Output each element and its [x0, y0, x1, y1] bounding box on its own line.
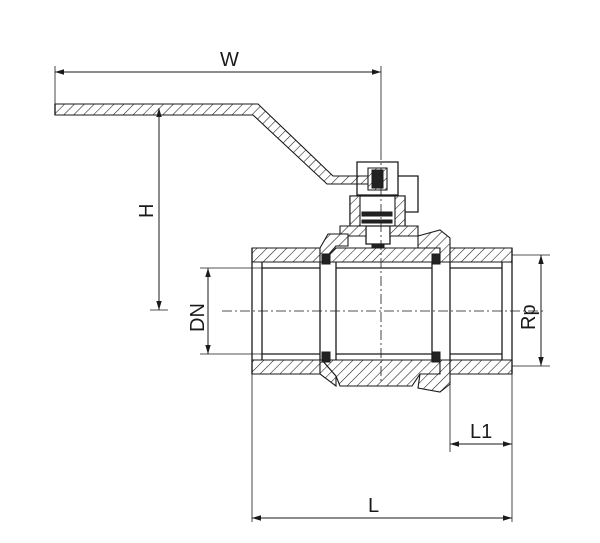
- label-l: L: [368, 495, 379, 517]
- dimension-h: H: [136, 108, 168, 311]
- dimension-rp: Rp: [512, 254, 550, 367]
- center-lines: [222, 150, 545, 384]
- label-w: W: [220, 49, 239, 71]
- dimension-dn: DN: [187, 267, 262, 355]
- dimension-l1: L1: [449, 374, 513, 522]
- dimension-l: L: [251, 374, 512, 522]
- label-l1: L1: [470, 421, 492, 443]
- valve-body-top: [251, 229, 513, 265]
- label-h: H: [136, 204, 158, 218]
- label-dn: DN: [187, 303, 209, 332]
- valve-body-bottom: [251, 351, 513, 393]
- valve-handle: [54, 103, 371, 185]
- label-rp: Rp: [518, 304, 540, 330]
- dimension-w: W: [54, 49, 382, 150]
